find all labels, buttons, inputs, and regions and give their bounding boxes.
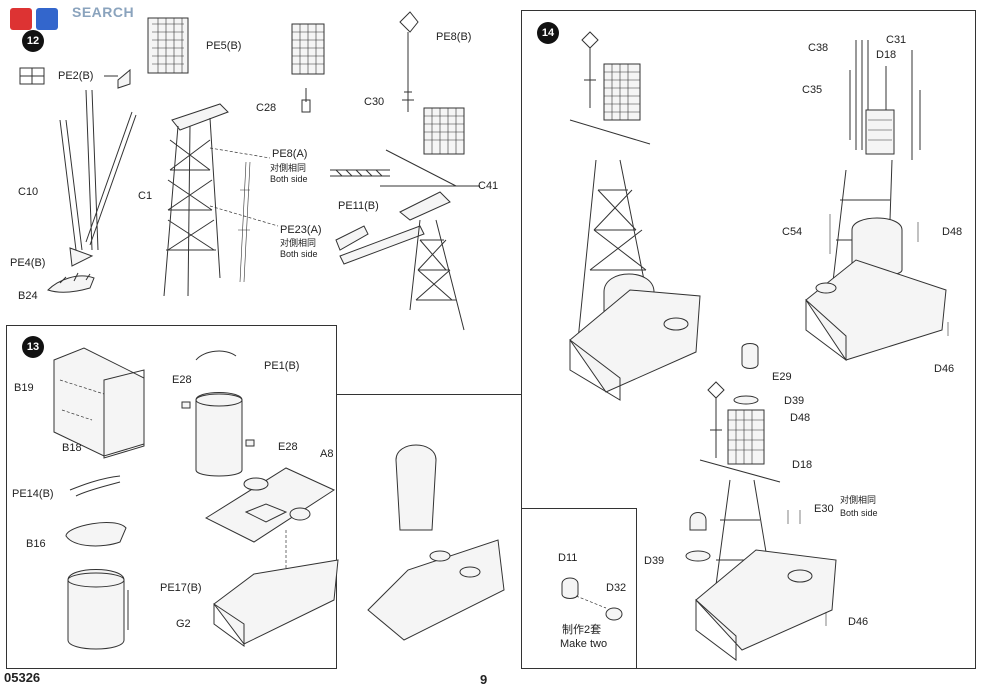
- radar-antenna-c28: [291, 23, 325, 75]
- label-c35: C35: [802, 84, 823, 96]
- label-d18-bottom: D18: [792, 459, 813, 471]
- label-e30: E30: [814, 503, 834, 515]
- label-pe2b: PE2(B): [58, 70, 94, 82]
- label-b16: B16: [26, 538, 46, 550]
- label-d39-bottom: D39: [644, 555, 665, 567]
- label-pe11b: PE11(B): [338, 200, 379, 212]
- step-14-number: 14: [537, 22, 559, 44]
- label-pe8a-en: Both side: [270, 174, 308, 184]
- label-pe14b: PE14(B): [12, 488, 54, 500]
- step-13-number: 13: [22, 336, 44, 358]
- label-pe8a: PE8(A): [272, 148, 308, 160]
- label-c28: C28: [256, 102, 277, 114]
- label-c38: C38: [808, 42, 829, 54]
- label-d48-bottom: D48: [790, 412, 811, 424]
- label-pe8a-cn: 对側相同: [270, 163, 307, 173]
- product-code: 05326: [4, 670, 41, 685]
- label-pe23a-cn: 对側相同: [280, 238, 317, 248]
- label-b24: B24: [18, 290, 38, 302]
- label-make-two-en: Make two: [560, 638, 608, 650]
- label-e29: E29: [772, 371, 792, 383]
- label-pe5b: PE5(B): [206, 40, 242, 52]
- label-pe17b: PE17(B): [160, 582, 202, 594]
- label-pe1b: PE1(B): [264, 360, 300, 372]
- label-e28-bottom: E28: [278, 441, 298, 453]
- step-14-panel: [521, 10, 976, 669]
- label-e30-en: Both side: [840, 508, 878, 518]
- label-b18: B18: [62, 442, 82, 454]
- label-c30: C30: [364, 96, 385, 108]
- label-b19: B19: [14, 382, 34, 394]
- step-12-number: 12: [22, 30, 44, 52]
- label-d46-bottom: D46: [848, 616, 869, 628]
- page-number: 9: [480, 672, 488, 687]
- step-12-bottom-border: [336, 325, 522, 395]
- label-c41: C41: [478, 180, 499, 192]
- label-pe4b: PE4(B): [10, 257, 46, 269]
- subpanel-d11: [521, 508, 637, 669]
- label-d48-top: D48: [942, 226, 963, 238]
- label-e28-top: E28: [172, 374, 192, 386]
- label-e30-cn: 对側相同: [840, 495, 877, 505]
- label-c10: C10: [18, 186, 39, 198]
- label-pe8b: PE8(B): [436, 31, 472, 43]
- label-c54: C54: [782, 226, 803, 238]
- label-d11: D11: [558, 552, 578, 564]
- label-d18-top: D18: [876, 49, 897, 61]
- label-make-two-cn: 制作2套: [562, 624, 602, 636]
- step-13-panel: [6, 325, 337, 669]
- label-g2: G2: [176, 618, 191, 630]
- label-c1: C1: [138, 190, 153, 202]
- label-c31: C31: [886, 34, 907, 46]
- label-d46-top: D46: [934, 363, 955, 375]
- radar-antenna-pe5b: [147, 17, 189, 74]
- watermark-logo: [10, 8, 58, 30]
- label-pe23a-en: Both side: [280, 249, 318, 259]
- label-a8: A8: [320, 448, 334, 460]
- watermark-text: SEARCH: [72, 4, 135, 20]
- label-pe23a: PE23(A): [280, 224, 322, 236]
- label-d32: D32: [606, 582, 627, 594]
- label-d39-top: D39: [784, 395, 805, 407]
